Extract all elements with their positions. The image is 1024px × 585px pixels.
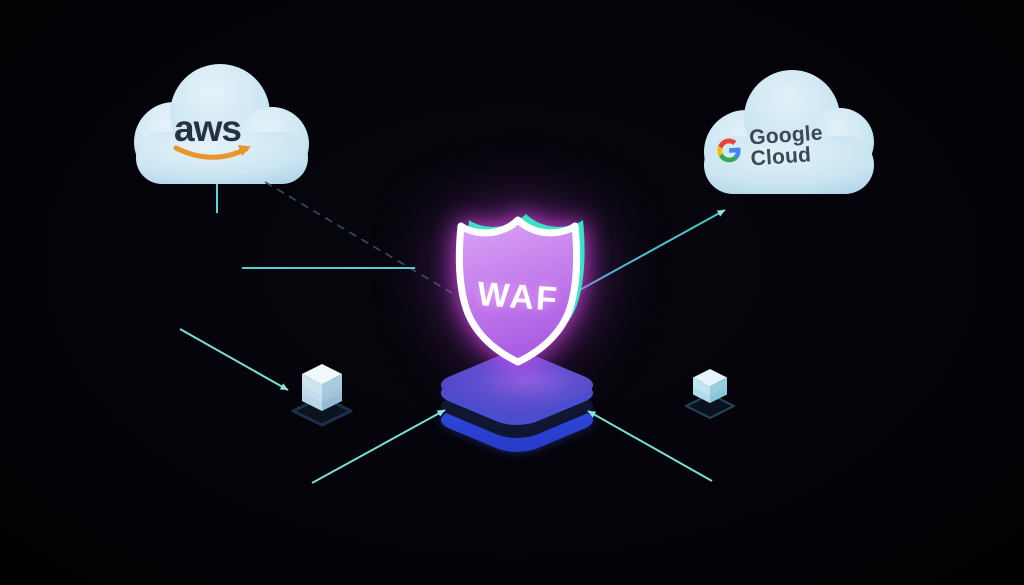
aws-label: aws xyxy=(174,108,242,149)
google-cloud-icon xyxy=(704,70,874,194)
aws-cloud-node: aws xyxy=(122,62,314,188)
aws-to-waf-dashed-line xyxy=(264,181,453,294)
waf-shield-node: WAF xyxy=(448,206,588,386)
shield-icon xyxy=(455,214,585,366)
arrow-waf-to-google xyxy=(577,209,726,292)
line-to-left-server xyxy=(179,328,289,391)
google-cloud-node: Google Cloud xyxy=(688,62,884,204)
server-right-node xyxy=(681,369,739,424)
aws-smile-icon xyxy=(173,145,251,160)
server-stack-icon xyxy=(291,364,353,427)
google-g-icon xyxy=(717,138,741,162)
server-left-node xyxy=(288,364,356,433)
server-stack-icon xyxy=(685,369,735,419)
